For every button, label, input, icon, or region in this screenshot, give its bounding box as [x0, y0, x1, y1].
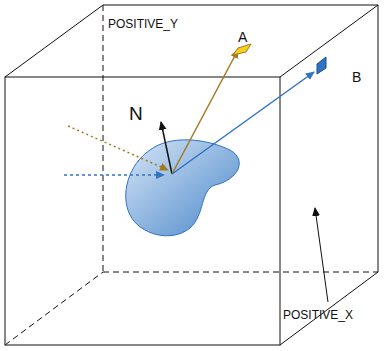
incident-ray — [64, 174, 164, 176]
incident-ray — [68, 126, 168, 170]
normal-label: N — [129, 104, 143, 123]
normal-arrow — [161, 122, 172, 174]
leader-line — [315, 208, 328, 302]
texel-label: A — [238, 30, 247, 44]
texel-b — [317, 57, 326, 74]
face-label: POSITIVE_Y — [108, 18, 178, 30]
reflected-ray — [172, 72, 314, 174]
texel-a — [233, 44, 251, 55]
face-label: POSITIVE_X — [283, 309, 353, 321]
cube-edges — [5, 5, 378, 345]
reflected-ray — [172, 50, 238, 174]
texel-label: B — [352, 70, 361, 84]
